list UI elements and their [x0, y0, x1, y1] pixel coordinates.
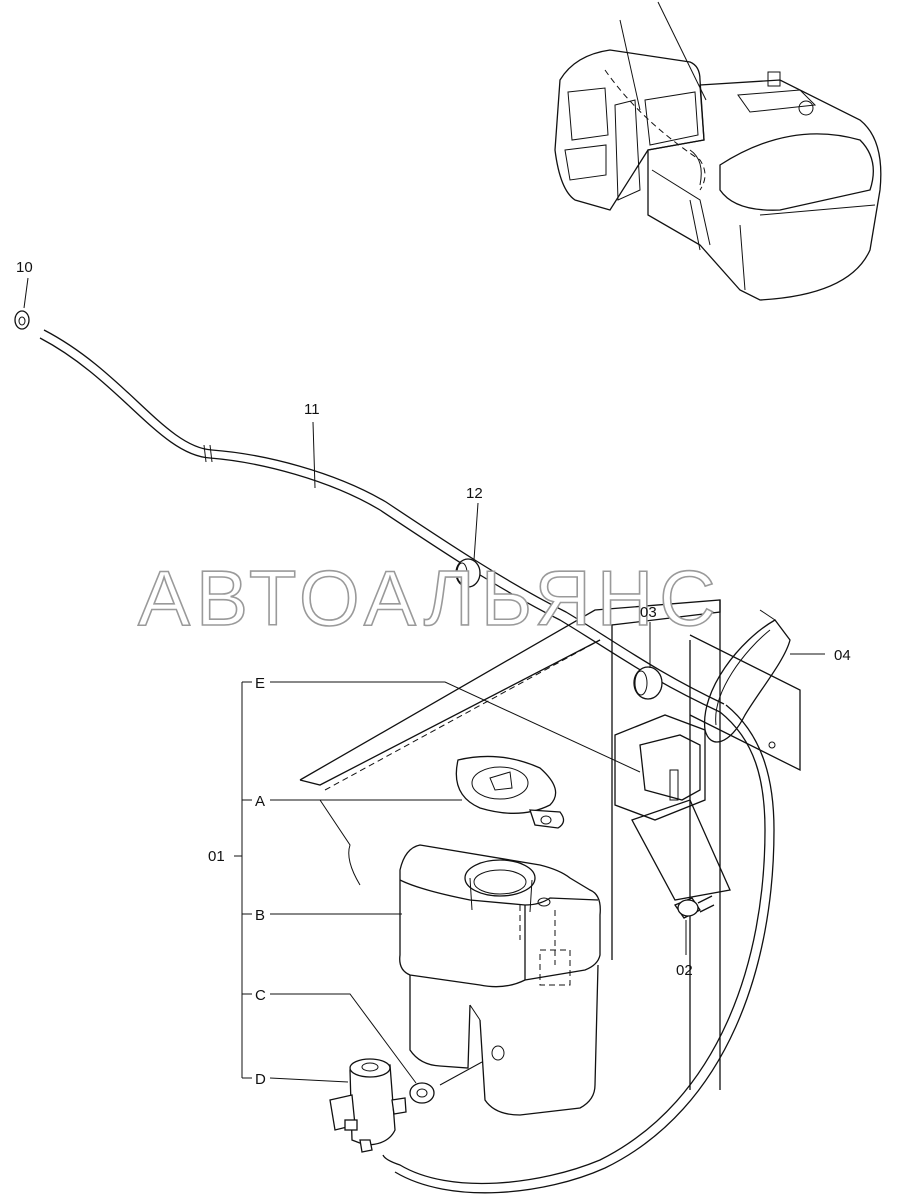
- washer-hose-part-11: [39, 329, 725, 713]
- washer-pump-part-D: [329, 1058, 407, 1153]
- strap-band-part-04: [703, 609, 825, 743]
- callout-bracket-01: [234, 681, 641, 1084]
- callout-02: 02: [676, 962, 693, 979]
- seal-ring-part-C: [409, 1061, 483, 1104]
- clip-part-10: [14, 277, 30, 330]
- watermark-text: АВТОАЛЬЯНС: [138, 554, 722, 642]
- callout-E: E: [255, 675, 265, 692]
- tank-cap-part-A: [455, 755, 565, 829]
- grommet-part-12: [455, 502, 481, 588]
- callout-11: 11: [304, 401, 320, 418]
- callout-labels: 10 11 12 03 04 01 02 E A B C D: [16, 259, 851, 1088]
- pump-return-hose: [382, 704, 775, 1194]
- callout-10: 10: [16, 259, 33, 276]
- callout-01: 01: [208, 848, 225, 865]
- mounting-panel: [299, 599, 801, 1090]
- callout-03: 03: [640, 604, 657, 621]
- callout-A: A: [255, 793, 265, 810]
- washer-tank-part-B: [399, 844, 601, 1116]
- bolt-part-02: [674, 895, 715, 955]
- grommet-part-03: [633, 622, 663, 700]
- callout-D: D: [255, 1071, 266, 1088]
- callout-12: 12: [466, 485, 483, 502]
- callout-04: 04: [834, 647, 851, 664]
- callout-B: B: [255, 907, 265, 924]
- callout-C: C: [255, 987, 266, 1004]
- excavator-inset-illustration: [554, 1, 882, 301]
